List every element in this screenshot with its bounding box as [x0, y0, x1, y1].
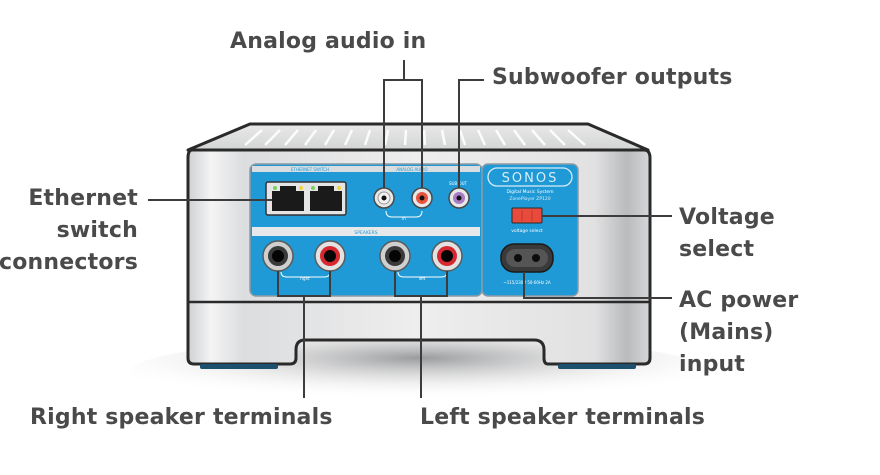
sonos-subtitle-1: Digital Music System: [506, 189, 553, 195]
callout-voltage-line1: Voltage: [679, 205, 775, 230]
foot-left: [200, 364, 278, 369]
power-rating-label: ~115/230V 50-60Hz 2A: [503, 280, 551, 285]
left-speaker-terminal-pos: [431, 240, 463, 272]
ethernet-port-1: [272, 191, 304, 211]
callout-analog-audio-in: Analog audio in: [230, 29, 427, 54]
analog-in-right-jack: [411, 187, 433, 209]
leader-subwoofer: [458, 79, 484, 188]
ac-power-inlet: [500, 243, 554, 273]
callout-ac-line3: input: [679, 352, 746, 377]
analog-in-left-jack: [373, 187, 395, 209]
callout-voltage-select: Voltage select: [679, 202, 775, 266]
callout-voltage-line2: select: [679, 237, 755, 262]
right-speaker-terminal-neg: [262, 240, 294, 272]
ethernet-panel-label: ETHERNET SWITCH: [291, 167, 329, 172]
link-led: [273, 186, 277, 190]
speakers-panel-label: SPEAKERS: [354, 230, 377, 236]
callout-ethernet-line1: Ethernet: [28, 186, 138, 211]
ethernet-port-2: [310, 191, 342, 211]
subwoofer-out-jack: [448, 187, 470, 209]
leader-ac-power: [523, 272, 672, 299]
device-top: [186, 122, 650, 152]
callout-ac-line2: (Mains): [679, 320, 774, 345]
sonos-logo: SONOS: [502, 171, 559, 186]
left-panel-label: left: [419, 276, 426, 281]
callout-left-speaker-terminals: Left speaker terminals: [420, 405, 706, 430]
activity-led: [337, 186, 341, 190]
right-panel-label: right: [300, 276, 310, 281]
analog-bracket: [385, 210, 423, 218]
leader-lines: [148, 60, 672, 398]
activity-led: [299, 186, 303, 190]
callout-ac-power: AC power (Mains) input: [679, 285, 798, 381]
ethernet-ports: [265, 181, 347, 216]
voltage-panel-label: voltage select: [511, 228, 543, 234]
sonos-subtitle-2: ZonePlayer ZP120: [509, 196, 550, 202]
speakers-label-strip: [252, 227, 480, 236]
analog-in-panel-label: in: [402, 216, 406, 221]
right-speaker-terminal-pos: [314, 240, 346, 272]
callout-right-speaker-terminals: Right speaker terminals: [30, 405, 333, 430]
callout-ethernet: Ethernet switch connectors: [0, 183, 138, 279]
foot-right: [558, 364, 636, 369]
top-label-strip: [252, 166, 480, 172]
callout-ethernet-line2: switch: [56, 218, 138, 243]
link-led: [311, 186, 315, 190]
voltage-switch: [511, 207, 543, 224]
left-speaker-terminal-neg: [379, 240, 411, 272]
callout-ac-line1: AC power: [679, 288, 799, 313]
analog-panel-label: ANALOG AUDIO: [396, 167, 427, 172]
sonos-logo-frame: [487, 167, 573, 187]
callout-subwoofer-outputs: Subwoofer outputs: [492, 65, 733, 90]
callout-ethernet-line3: connectors: [0, 250, 138, 275]
top-vents: [244, 129, 586, 146]
